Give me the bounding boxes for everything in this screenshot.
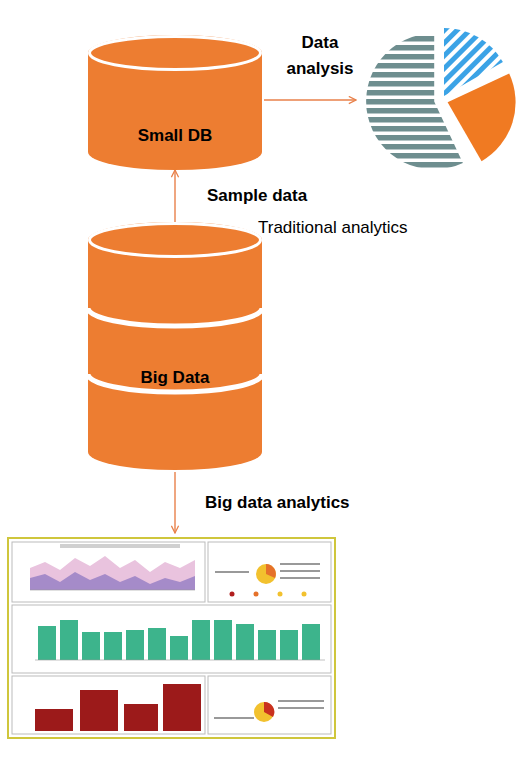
flow-arrow [174, 170, 175, 222]
annotation-label: Big data analytics [205, 490, 405, 516]
cylinder-shape [88, 35, 262, 170]
pie-slice [448, 74, 516, 162]
panel [12, 605, 331, 673]
legend-dot [254, 592, 259, 597]
bar [302, 624, 320, 660]
bar [35, 709, 73, 731]
annotation-label: Traditional analytics [258, 215, 458, 241]
text-line [215, 571, 249, 573]
bar [236, 624, 254, 660]
panel [12, 676, 205, 734]
area-series [30, 556, 195, 590]
bar [170, 636, 188, 660]
node-label: Small DB [138, 126, 213, 146]
mini-pie [254, 702, 274, 722]
analytics-arrow [174, 472, 175, 533]
text-line [280, 577, 320, 579]
mini-pie-slice [266, 564, 276, 578]
legend-dot [230, 592, 235, 597]
edge-label: Sample data [207, 183, 307, 209]
cylinder-top [90, 37, 261, 70]
cylinder-band [88, 308, 262, 326]
area-series [30, 572, 195, 590]
bar [60, 620, 78, 660]
bar [126, 630, 144, 660]
text-line [278, 707, 324, 709]
bar [124, 704, 158, 731]
panel [208, 542, 331, 602]
legend-dot [278, 592, 283, 597]
bar [258, 630, 276, 660]
annotation-label: Data analysis [278, 30, 362, 83]
mini-pie [256, 564, 276, 584]
text-line [278, 700, 324, 702]
dashboard-frame [8, 538, 335, 738]
bar [82, 632, 100, 660]
text-line [280, 563, 320, 565]
database-cylinder: Small DB [88, 35, 262, 170]
bar [148, 628, 166, 660]
bar [280, 630, 298, 660]
mini-pie-slice [264, 702, 274, 717]
bar [80, 690, 118, 731]
cylinder-body [88, 35, 262, 170]
legend-dot [302, 592, 307, 597]
text-line [214, 717, 254, 719]
dashboard [8, 538, 335, 738]
bar [163, 684, 201, 731]
cylinder-shape [88, 222, 262, 470]
bar [214, 620, 232, 660]
bar [192, 620, 210, 660]
analysis-arrow [264, 99, 356, 100]
scrollbar [60, 544, 180, 548]
axis [30, 590, 195, 591]
cylinder-body [88, 222, 262, 470]
text-line [280, 570, 320, 572]
node-label: Big Data [141, 368, 210, 388]
database-cylinder: Big Data [88, 222, 262, 470]
bar [104, 632, 122, 660]
bar [38, 626, 56, 660]
cylinder-top [90, 224, 261, 257]
bar-series [38, 620, 320, 660]
axis [35, 660, 325, 661]
panel [208, 676, 331, 734]
panel [12, 542, 205, 602]
pie-chart [366, 28, 515, 169]
